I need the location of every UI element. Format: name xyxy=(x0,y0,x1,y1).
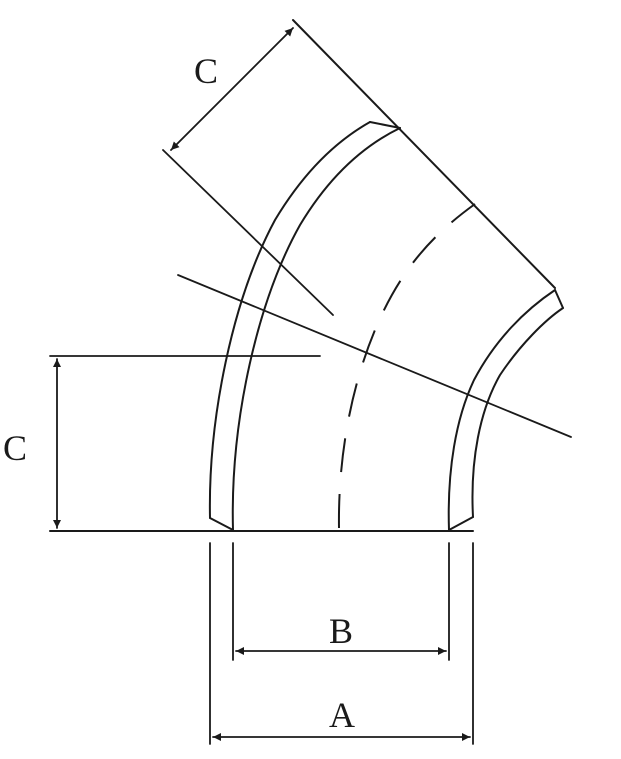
dimension-c-left: C xyxy=(3,355,321,529)
inner-wall-outer-line xyxy=(471,307,564,518)
c-top-extension-line xyxy=(162,149,334,316)
a-label: A xyxy=(329,695,355,735)
dimension-c-top: C xyxy=(162,27,334,316)
top-end-cap xyxy=(369,121,401,129)
c-top-label: C xyxy=(194,51,218,91)
b-label: B xyxy=(329,611,353,651)
elbow-body xyxy=(208,19,564,531)
elbow-centerline xyxy=(337,203,476,529)
c-top-dimension-line xyxy=(170,27,294,151)
inner-wall-inner-line xyxy=(447,289,556,531)
right-end-cap xyxy=(554,289,564,309)
dimension-a: A xyxy=(209,542,474,745)
bisector-line xyxy=(177,274,572,438)
bottom-right-bevel xyxy=(448,516,474,531)
dimension-b: B xyxy=(232,542,450,661)
c-left-label: C xyxy=(3,428,27,468)
bottom-left-bevel xyxy=(209,517,234,531)
outer-wall-outer-line xyxy=(208,121,371,519)
outer-wall-inner-line xyxy=(231,127,401,531)
top-face-line xyxy=(292,19,556,289)
